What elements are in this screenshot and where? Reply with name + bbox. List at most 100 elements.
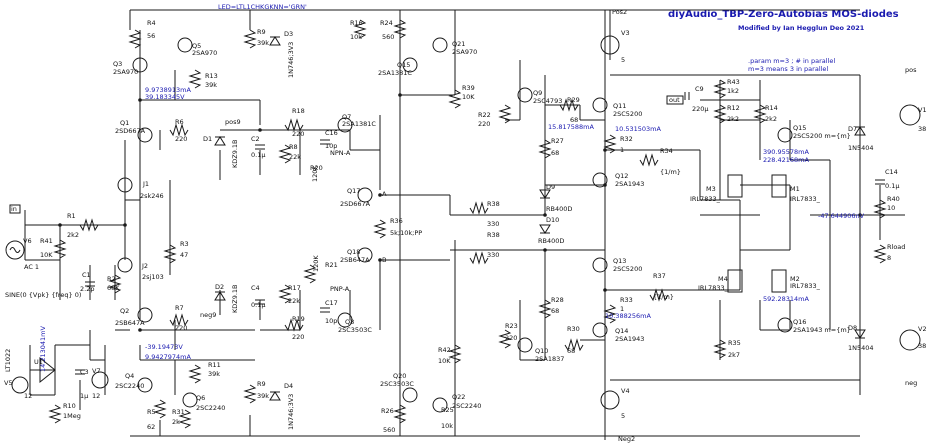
- label-v5v: 12: [24, 392, 32, 400]
- resistor-r41: [53, 239, 67, 259]
- output-rails: [610, 74, 861, 395]
- label-m3p: IRL7833_: [690, 195, 721, 203]
- label-r43v: 1k2: [727, 87, 739, 95]
- label-r17v: 22k: [288, 297, 300, 305]
- label-q22: Q22: [452, 393, 465, 401]
- mosfet-m4: [727, 269, 743, 293]
- resistor-r8: [278, 144, 292, 164]
- mosfet-m1: [771, 174, 787, 198]
- net-pos: pos: [905, 66, 917, 74]
- label-r30: R30: [567, 325, 580, 333]
- resistor-r2: [108, 274, 122, 294]
- resistor-rload: [873, 244, 887, 264]
- label-r28: R28: [551, 296, 564, 304]
- resistor-r39: [448, 89, 462, 109]
- label-c4v: 0.1µ: [251, 301, 265, 309]
- label-r37v: {1/m}: [653, 293, 674, 301]
- label-r4v: 56: [147, 32, 155, 40]
- label-v3v: 5: [621, 56, 625, 64]
- label-r30v: 68: [567, 347, 575, 355]
- label-r7: R7: [175, 304, 184, 312]
- label-r10: R10: [63, 402, 76, 410]
- label-q5: Q5: [192, 42, 201, 50]
- label-q14: Q14: [615, 327, 628, 335]
- label-v2v: 38: [918, 342, 926, 350]
- readout-ic-q11-drv: 15.817588mA: [548, 123, 594, 131]
- readout-ic-q15: 390.95578mA: [763, 148, 809, 156]
- transistor-q18: [357, 247, 373, 263]
- resistor-r5: [153, 399, 167, 419]
- resistor-r27: [538, 139, 552, 159]
- readout-v-servo: 14.213041mV: [39, 326, 47, 372]
- label-c17: C17: [325, 299, 338, 307]
- transistor-q8: [337, 312, 353, 328]
- cap-c14: [875, 179, 885, 185]
- resistor-r9-bot: [243, 384, 257, 404]
- label-r21v: 120K: [312, 255, 320, 272]
- net-neg2: Neg2: [618, 435, 635, 443]
- label-r31: R31: [172, 408, 185, 416]
- label-r14: R14: [765, 104, 778, 112]
- label-j2p: 2sj103: [142, 273, 164, 281]
- mosfet-m2: [771, 269, 787, 293]
- label-q3p: 2SA970: [113, 68, 138, 76]
- label-r7v: 220: [175, 324, 187, 332]
- label-r9b: R9: [257, 380, 266, 388]
- label-q16: Q16: [793, 318, 806, 326]
- net-a: A: [382, 190, 387, 198]
- label-r13: R13: [205, 72, 218, 80]
- label-r38bv: 330: [487, 251, 499, 259]
- readout-ic-q14: 10.388256mA: [605, 312, 651, 320]
- readout-ic-m2: 592.28314mA: [763, 295, 809, 303]
- label-r34v: {1/m}: [660, 168, 681, 176]
- cap-c3: [75, 369, 85, 375]
- label-q1p: 2SD667A: [115, 127, 146, 135]
- label-q15b: Q15: [793, 124, 806, 132]
- transistor-q19: [402, 57, 418, 73]
- transistor-q15-out: [777, 127, 793, 143]
- label-d9p: RB400D: [546, 205, 572, 213]
- label-q15p: 2SA1381C: [378, 69, 412, 77]
- resistor-r21: [303, 264, 317, 284]
- readout-v-q4: -39.19473V: [145, 343, 183, 351]
- resistor-r35: [713, 339, 727, 359]
- resistor-r32: [603, 134, 617, 154]
- label-r23v: 220: [505, 334, 517, 342]
- source-v4: [600, 390, 620, 410]
- label-m1p: IRL7833_: [790, 195, 821, 203]
- label-r16: R16: [350, 19, 363, 27]
- label-r8: R8: [289, 143, 298, 151]
- diode-d10: [539, 224, 551, 234]
- resistor-r18: [284, 118, 304, 132]
- label-q21p: 2SA970: [452, 48, 477, 56]
- label-r23: R23: [505, 322, 518, 330]
- resistor-r42: [448, 344, 462, 364]
- label-q3: Q3: [113, 60, 122, 68]
- resistor-r12: [713, 104, 727, 124]
- transistor-q9: [517, 87, 533, 103]
- label-r25v: 10k: [441, 422, 453, 430]
- label-u1: U1: [34, 358, 43, 366]
- transistor-q4: [137, 377, 153, 393]
- label-r32: R32: [620, 135, 633, 143]
- label-r31v: 2k: [172, 418, 180, 426]
- label-q8: Q8: [345, 318, 354, 326]
- label-r3v: 47: [180, 251, 188, 259]
- label-c2: C2: [251, 135, 260, 143]
- param-note-2: m=3 means 3 in parallel: [748, 65, 828, 73]
- label-r19: R19: [292, 315, 305, 323]
- label-m4: M4: [718, 275, 728, 283]
- label-q5p: 2SA970: [192, 49, 217, 57]
- label-r18v: 220: [292, 130, 304, 138]
- label-d3: D3: [284, 30, 293, 38]
- label-q20: Q20: [393, 372, 406, 380]
- diode-d9: [539, 189, 551, 199]
- label-q15: Q15: [397, 61, 410, 69]
- label-r11: R11: [208, 361, 221, 369]
- label-r35v: 2k7: [728, 351, 740, 359]
- resistor-r16: [353, 19, 367, 39]
- transistors: [117, 37, 793, 413]
- resistor-r26: [393, 404, 407, 424]
- label-c4: C4: [251, 284, 260, 292]
- label-q9: Q9: [533, 89, 542, 97]
